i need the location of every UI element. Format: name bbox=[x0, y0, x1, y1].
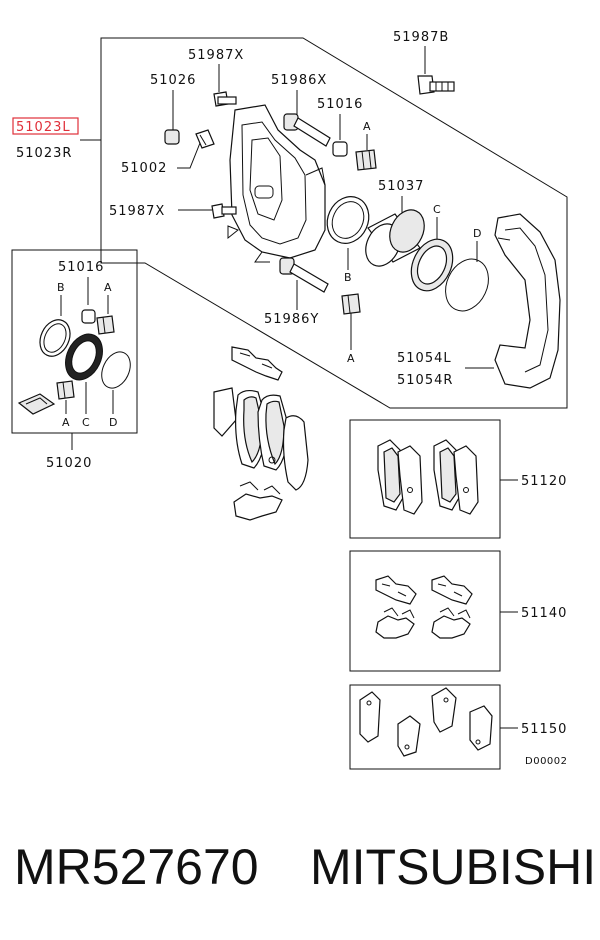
label-51150: 51150 bbox=[521, 722, 567, 737]
bolt-51987x-top bbox=[213, 91, 237, 107]
letter-a-lower: A bbox=[347, 352, 355, 365]
retaining-ring-d bbox=[445, 258, 489, 312]
bolt-51987x-mid bbox=[211, 203, 237, 219]
part-number-caption: MR527670 bbox=[14, 839, 259, 895]
letter-a-kit-upper: A bbox=[104, 281, 112, 294]
kit-seal-b bbox=[39, 319, 71, 357]
label-51987b: 51987B bbox=[393, 30, 449, 45]
label-51020: 51020 bbox=[46, 456, 92, 471]
label-51140: 51140 bbox=[521, 606, 567, 621]
diagram-code: D00002 bbox=[525, 756, 568, 767]
boot-a-upper bbox=[355, 149, 377, 171]
letter-b-caliper: B bbox=[344, 271, 352, 284]
label-51986x: 51986X bbox=[271, 73, 327, 88]
kit-ring-d bbox=[101, 351, 131, 389]
brand-caption: MITSUBISHI bbox=[310, 839, 597, 895]
letter-d-kit: D bbox=[109, 416, 118, 429]
guide-pin-51986x bbox=[283, 113, 331, 147]
label-51023l: 51023L bbox=[16, 120, 71, 135]
letter-d-caliper: D bbox=[473, 227, 482, 240]
label-51120: 51120 bbox=[521, 474, 567, 489]
label-51023r: 51023R bbox=[16, 146, 72, 161]
kit-grease-packet bbox=[17, 393, 56, 415]
caliper-assembly-frame bbox=[100, 37, 568, 409]
bleeder-screw-51026 bbox=[164, 129, 180, 145]
label-51987x-mid: 51987X bbox=[109, 204, 165, 219]
letter-a-kit-lower: A bbox=[62, 416, 70, 429]
kit-boot-a-upper bbox=[96, 315, 115, 335]
highlight-box-51023l bbox=[12, 117, 79, 135]
caliper-body bbox=[227, 104, 326, 263]
pad-set-box bbox=[349, 419, 501, 539]
clip-set-drawing bbox=[375, 575, 473, 639]
bolt-51987b bbox=[417, 75, 455, 95]
letter-a-upper: A bbox=[363, 120, 371, 133]
caliper-bracket-51054 bbox=[494, 213, 561, 389]
clip-set-box bbox=[349, 550, 501, 672]
bushing-51016 bbox=[332, 141, 348, 157]
bleeder-cap-51002 bbox=[195, 129, 215, 149]
shim-set-drawing bbox=[359, 687, 493, 757]
label-51002: 51002 bbox=[121, 161, 167, 176]
piston-51037 bbox=[365, 209, 425, 267]
label-51037: 51037 bbox=[378, 179, 424, 194]
pad-set-drawing bbox=[377, 439, 479, 515]
kit-bushing bbox=[81, 309, 96, 324]
letter-c-caliper: C bbox=[433, 203, 441, 216]
label-kit-51016: 51016 bbox=[58, 260, 104, 275]
label-51054r: 51054R bbox=[397, 373, 453, 388]
exploded-pad-assembly bbox=[213, 346, 309, 521]
kit-boot-a-lower bbox=[56, 380, 75, 400]
label-51986y: 51986Y bbox=[264, 312, 319, 327]
label-51054l: 51054L bbox=[397, 351, 452, 366]
label-51026: 51026 bbox=[150, 73, 196, 88]
label-51987x-top: 51987X bbox=[188, 48, 244, 63]
boot-a-lower bbox=[341, 293, 361, 315]
letter-b-kit: B bbox=[57, 281, 65, 294]
guide-pin-51986y bbox=[279, 257, 329, 293]
shim-set-box bbox=[349, 684, 501, 770]
letter-c-kit: C bbox=[82, 416, 90, 429]
seal-kit-box bbox=[11, 249, 138, 434]
label-51016: 51016 bbox=[317, 97, 363, 112]
